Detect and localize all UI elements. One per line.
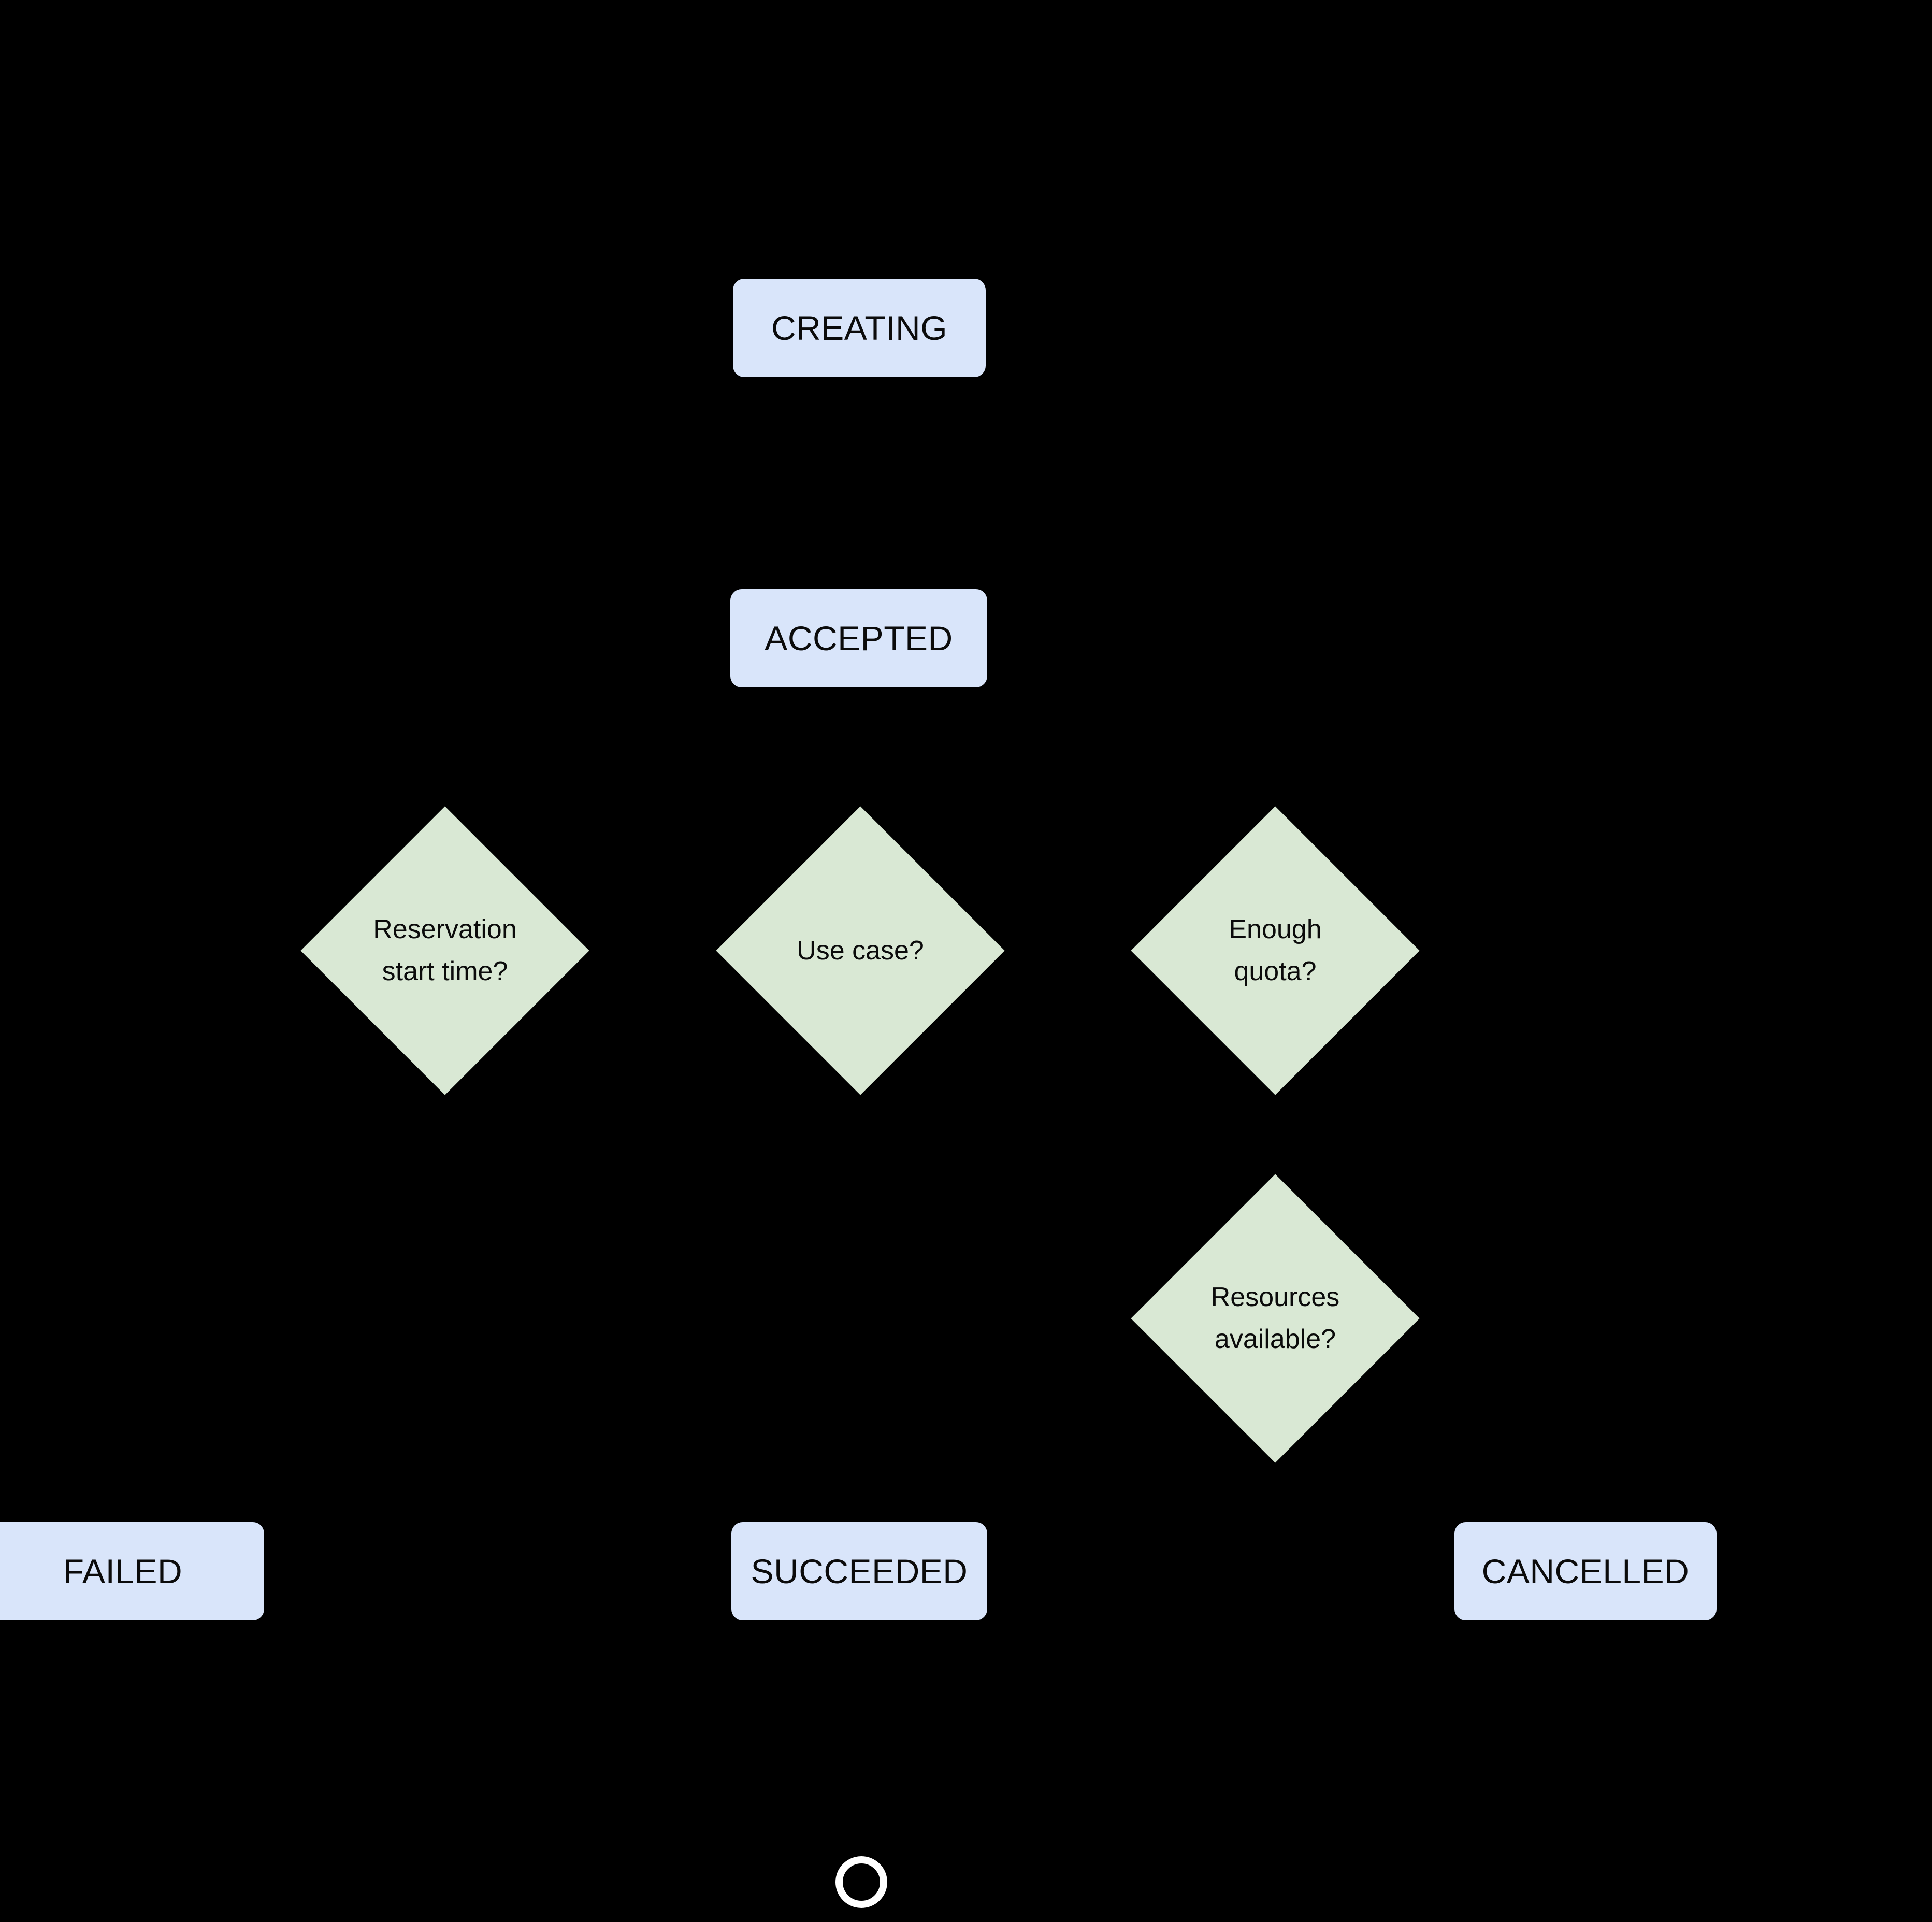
- decision-label: Use case?: [797, 935, 924, 966]
- state-node-creating[interactable]: CREATING: [733, 279, 986, 377]
- state-label: CANCELLED: [1481, 1552, 1690, 1590]
- state-node-failed[interactable]: FAILED: [0, 1522, 264, 1620]
- decision-node-reservation-start-time[interactable]: Reservation start time?: [300, 806, 589, 1095]
- state-label: CREATING: [771, 308, 948, 347]
- state-node-cancelled[interactable]: CANCELLED: [1454, 1522, 1717, 1620]
- end-terminal-circle-icon: [835, 1856, 887, 1908]
- decision-node-use-case[interactable]: Use case?: [716, 806, 1005, 1095]
- decision-node-enough-quota[interactable]: Enough quota?: [1131, 806, 1420, 1095]
- state-label: SUCCEEDED: [751, 1552, 968, 1590]
- decision-label: Enough quota?: [1229, 914, 1322, 986]
- decision-label: Reservation start time?: [373, 914, 517, 986]
- state-label: FAILED: [63, 1552, 183, 1590]
- state-node-succeeded[interactable]: SUCCEEDED: [731, 1522, 987, 1620]
- state-node-accepted[interactable]: ACCEPTED: [730, 589, 987, 687]
- decision-node-resources-available[interactable]: Resources available?: [1131, 1174, 1420, 1463]
- state-label: ACCEPTED: [765, 619, 953, 657]
- decision-label: Resources available?: [1210, 1282, 1340, 1354]
